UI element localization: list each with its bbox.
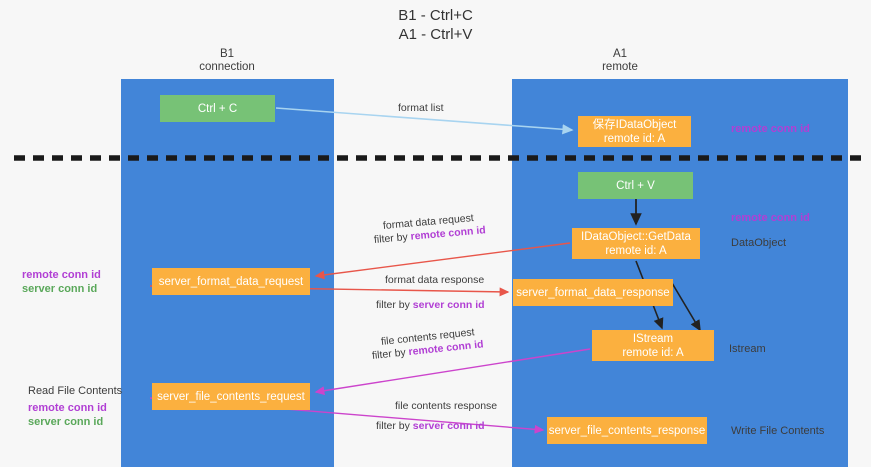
box-ctrl-v-label: Ctrl + V — [616, 179, 655, 192]
box-server-file-contents-response[interactable]: server_file_contents_response — [547, 417, 707, 444]
filter-prefix: filter by — [376, 299, 413, 311]
caption-format-list: format list — [398, 102, 444, 114]
box-server-format-data-request[interactable]: server_format_data_request — [152, 268, 310, 295]
box-ctrl-c-label: Ctrl + C — [197, 102, 238, 115]
label-server-conn-id-left: server conn id — [22, 283, 98, 295]
filter-key-server-conn-id: server conn id — [412, 299, 485, 311]
label-write-file-contents: Write File Contents — [731, 425, 825, 437]
box-ctrl-v[interactable]: Ctrl + V — [578, 172, 693, 199]
box-getdata-line2: remote id: A — [605, 244, 667, 257]
lane-b1-title: B1 — [219, 48, 235, 60]
box-getdata-line1: IDataObject::GetData — [581, 230, 691, 243]
filter-prefix: filter by — [376, 420, 413, 432]
lane-header-a1: A1 remote — [545, 48, 695, 74]
lane-header-b1: B1 connection — [152, 48, 302, 74]
label-remote-conn-id-mid: remote conn id — [731, 212, 810, 224]
lane-a1-subtitle: remote — [602, 61, 638, 73]
box-server-file-contents-request-label: server_file_contents_request — [157, 390, 305, 403]
title-line-2: A1 - Ctrl+V — [398, 26, 473, 43]
box-server-format-data-response-label: server_format_data_response — [516, 286, 670, 299]
box-istream-line2: remote id: A — [622, 346, 684, 359]
box-save-idataobject[interactable]: 保存IDataObject remote id: A — [578, 116, 691, 147]
title-line-1: B1 - Ctrl+C — [398, 7, 473, 24]
box-save-idataobject-line2: remote id: A — [603, 132, 666, 145]
box-ctrl-c[interactable]: Ctrl + C — [160, 95, 275, 122]
caption-format-data-response: format data response — [385, 274, 485, 286]
label-read-file-contents: Read File Contents — [28, 385, 123, 397]
caption-file-contents-response: file contents response — [395, 400, 498, 412]
caption-file-contents-response-filter: filter by server conn id — [376, 419, 485, 433]
filter-prefix: filter by — [373, 230, 412, 246]
filter-key-server-conn-id: server conn id — [412, 420, 485, 432]
label-left-conn-ids-top: remote conn id server conn id — [22, 268, 101, 296]
lane-b1-subtitle: connection — [199, 61, 255, 73]
label-server-conn-id-left-2: server conn id — [28, 416, 104, 428]
caption-format-data-response-filter: filter by server conn id — [376, 298, 485, 312]
label-remote-conn-id-left: remote conn id — [22, 269, 101, 281]
lane-a1-title: A1 — [612, 48, 628, 60]
box-istream-line1: IStream — [632, 332, 674, 345]
label-dataobject: DataObject — [731, 237, 787, 249]
box-server-format-data-response[interactable]: server_format_data_response — [513, 279, 673, 306]
page-title: B1 - Ctrl+C A1 - Ctrl+V — [0, 6, 871, 44]
box-server-format-data-request-label: server_format_data_request — [158, 275, 304, 288]
label-remote-conn-id-top: remote conn id — [731, 123, 810, 135]
label-left-conn-ids-bottom: remote conn id server conn id — [28, 401, 107, 429]
box-save-idataobject-line1: 保存IDataObject — [592, 118, 677, 131]
box-idataobject-getdata[interactable]: IDataObject::GetData remote id: A — [572, 228, 700, 259]
label-istream: Istream — [729, 343, 766, 355]
box-server-file-contents-request[interactable]: server_file_contents_request — [152, 383, 310, 410]
box-server-file-contents-response-label: server_file_contents_response — [548, 424, 706, 437]
label-remote-conn-id-left-2: remote conn id — [28, 402, 107, 414]
filter-prefix: filter by — [371, 346, 410, 362]
box-istream[interactable]: IStream remote id: A — [592, 330, 714, 361]
